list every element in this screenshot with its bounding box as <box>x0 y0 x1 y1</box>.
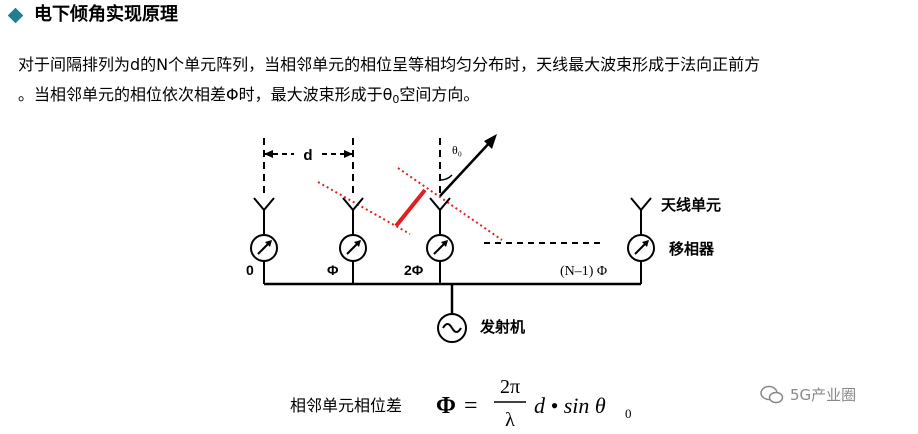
phase-shifter-arrow-icon <box>265 240 272 247</box>
sine-wave-icon <box>442 323 462 333</box>
wavefront-line-2 <box>397 167 503 241</box>
antenna-label: 天线单元 <box>661 196 721 214</box>
transmitter <box>437 313 467 343</box>
phase-label-0: 0 <box>246 262 254 278</box>
phase-shifter-arrow-icon <box>441 240 448 247</box>
spacing-label: d <box>303 147 312 164</box>
watermark-text: 5G产业圈 <box>790 386 857 404</box>
formula-label: 相邻单元相位差 <box>290 396 403 415</box>
description-line-1: 对于间隔排列为d的N个单元阵列，当相邻单元的相位呈等相均匀分布时，天线最大波束形… <box>18 55 761 74</box>
phase-label-2: 2Φ <box>404 262 424 278</box>
antenna-element-n-1 <box>627 197 655 284</box>
left-arrow-icon <box>264 150 273 158</box>
formula-denominator: λ <box>505 409 515 431</box>
formula-equals: = <box>464 393 478 419</box>
page-title: 电下倾角实现原理 <box>34 4 178 25</box>
angle-arc <box>439 174 453 181</box>
beam-arrow-icon <box>484 134 497 149</box>
phase-formula: Φ = 2π λ d • sin θ 0 <box>436 376 632 431</box>
antenna-element-0 <box>250 197 278 284</box>
watermark: 5G产业圈 <box>760 384 856 405</box>
phase-label-1: Φ <box>327 262 339 278</box>
formula-lhs: Φ <box>436 393 456 419</box>
phase-shifter-arrow-icon <box>642 240 649 247</box>
formula-numerator: 2π <box>500 376 520 398</box>
wechat-icon <box>760 385 784 403</box>
wavefront-lines <box>317 167 503 241</box>
spacing-dimension <box>264 150 353 158</box>
phase-shifter-label: 移相器 <box>669 240 715 258</box>
formula-rhs: d • sin θ <box>534 393 606 418</box>
beam-direction-line <box>439 139 493 197</box>
antenna-element-1 <box>339 197 367 284</box>
path-difference-segment <box>394 188 427 228</box>
spacing-reference-lines <box>263 138 441 196</box>
description-paragraph: 对于间隔排列为d的N个单元阵列，当相邻单元的相位呈等相均匀分布时，天线最大波束形… <box>18 50 918 106</box>
wavefront-line-1 <box>317 181 411 235</box>
phase-shifter-arrow-icon <box>354 240 361 247</box>
right-arrow-icon <box>344 150 353 158</box>
description-line-2: 。当相邻单元的相位依次相差Φ时，最大波束形成于θ0空间方向。 <box>18 85 480 106</box>
transmitter-label: 发射机 <box>479 318 525 336</box>
phase-label-n-1: (N–1) Φ <box>560 264 607 279</box>
antenna-element-2 <box>426 197 454 284</box>
formula-rhs-sub: 0 <box>625 406 632 421</box>
angle-label: θ₀ <box>452 143 462 157</box>
